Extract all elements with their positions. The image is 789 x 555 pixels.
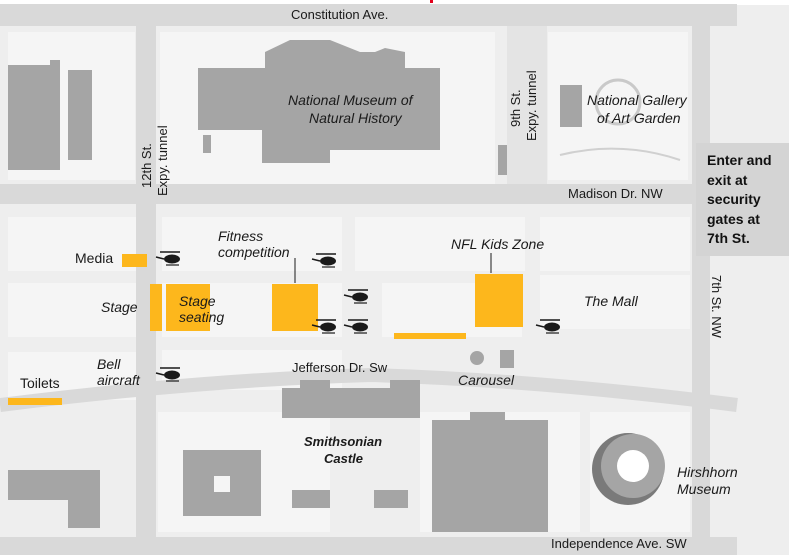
walkway-area — [394, 333, 466, 339]
twelfth-st-label: 12th St. — [139, 143, 154, 188]
stage-seating-label-1: Stage — [179, 293, 216, 309]
twelfth-st-road — [136, 4, 156, 555]
ninth-st-label: 9th St. — [508, 89, 523, 127]
twelfth-tunnel-label: Expy. tunnel — [155, 125, 170, 196]
bell-aircraft-label-2: aircraft — [97, 372, 140, 388]
independence-ave-road — [0, 537, 737, 555]
helicopter-icon — [535, 319, 560, 334]
independence-ave-label: Independence Ave. SW — [551, 536, 687, 551]
lawn-1d — [540, 217, 690, 271]
media-area — [122, 254, 147, 267]
garden-fountain — [594, 78, 642, 126]
natural-history-label-1: National Museum of — [288, 92, 413, 108]
ninth-st-road — [507, 26, 547, 184]
the-mall-label: The Mall — [584, 293, 638, 309]
constitution-ave-road — [0, 4, 737, 26]
building-gallery-pavilion — [560, 85, 582, 127]
stage-seating-area — [166, 284, 210, 331]
building-freer-court — [214, 476, 230, 492]
jefferson-dr-road — [0, 367, 738, 412]
fitness-label-1: Fitness — [218, 228, 264, 244]
carousel-label: Carousel — [458, 372, 515, 388]
seventh-st-label: 7th St. NW — [709, 275, 724, 338]
helicopter-icon — [311, 253, 336, 268]
toilets-area — [8, 398, 62, 405]
building-natural-history — [198, 40, 440, 163]
nfl-kids-zone-label: NFL Kids Zone — [451, 236, 545, 252]
building-nw2 — [68, 70, 92, 160]
building-garden-shed-1 — [292, 490, 330, 508]
lawn-1b — [162, 217, 342, 271]
castle-label-1: Smithsonian — [304, 434, 383, 449]
building-garden-shed-2 — [374, 490, 408, 508]
art-garden-label-1: National Gallery — [587, 92, 687, 108]
helicopter-icon — [155, 251, 180, 266]
top-margin — [0, 0, 789, 5]
helicopter-icon — [155, 367, 180, 382]
helicopter-icon — [311, 319, 336, 334]
bell-aircraft-label-1: Bell — [97, 356, 121, 372]
building-arts-industries — [432, 412, 548, 532]
ninth-tunnel-label: Expy. tunnel — [524, 70, 539, 141]
accent-mark — [430, 0, 433, 3]
fitness-area — [272, 284, 318, 331]
security-note-text: Enter and exit at security gates at 7th … — [707, 152, 772, 246]
toilets-label: Toilets — [20, 375, 60, 391]
hirshhorn-court — [617, 450, 649, 482]
lawn-2a — [8, 283, 143, 337]
security-note: Enter and exit at security gates at 7th … — [696, 143, 789, 256]
stage-label: Stage — [101, 299, 138, 315]
stage-area — [150, 284, 162, 331]
lawn-2d — [540, 275, 690, 329]
constitution-ave-label: Constitution Ave. — [291, 7, 389, 22]
garden-path — [559, 147, 681, 161]
castle-label-2: Castle — [324, 451, 364, 466]
jefferson-dr-label: Jefferson Dr. Sw — [292, 360, 388, 375]
helicopter-icon — [343, 319, 368, 334]
media-label: Media — [75, 250, 114, 266]
building-smithsonian-castle — [282, 380, 420, 418]
madison-dr-road — [0, 184, 737, 204]
carousel-marker — [470, 351, 484, 365]
building-nw — [8, 60, 60, 170]
hirshhorn-label-1: Hirshhorn — [677, 464, 738, 480]
building-ninth-kiosk — [498, 145, 508, 175]
kiosk-carousel — [500, 350, 514, 368]
art-garden-label-2: of Art Garden — [597, 110, 681, 126]
building-sw2 — [68, 470, 100, 528]
lawn-1a — [8, 217, 143, 271]
nfl-kids-zone-area — [475, 274, 523, 327]
hirshhorn-label-2: Museum — [677, 481, 731, 497]
lawn-1c — [355, 217, 525, 271]
helicopter-icon — [343, 289, 368, 304]
natural-history-label-2: Natural History — [309, 110, 402, 126]
building-nh-annex — [203, 135, 211, 153]
fitness-label-2: competition — [218, 244, 290, 260]
madison-dr-label: Madison Dr. NW — [568, 186, 663, 201]
stage-seating-label-2: seating — [179, 309, 225, 325]
